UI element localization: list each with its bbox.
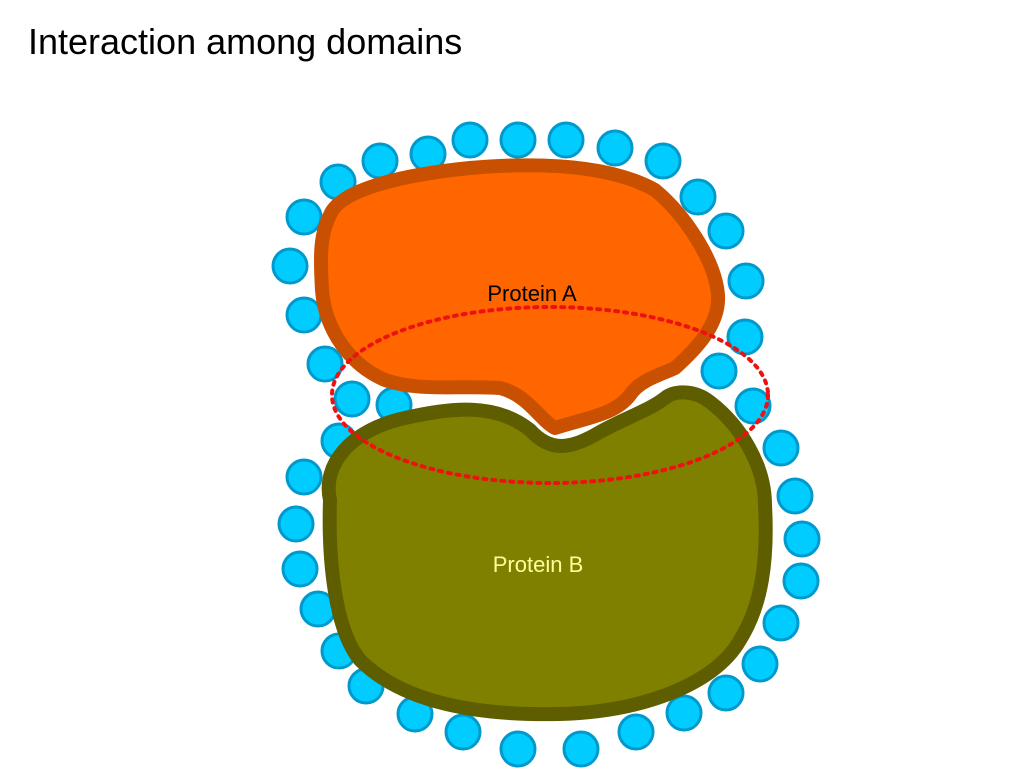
solvent-molecule xyxy=(499,730,537,768)
solvent-molecule xyxy=(617,713,655,751)
solvent-molecule xyxy=(271,247,309,285)
solvent-molecule xyxy=(665,694,703,732)
solvent-molecule xyxy=(727,262,765,300)
protein-a-shape xyxy=(313,158,726,435)
solvent-molecule xyxy=(285,198,323,236)
solvent-molecule xyxy=(562,730,600,768)
solvent-molecule xyxy=(499,121,537,159)
solvent-molecule xyxy=(700,352,738,390)
slide-title: Interaction among domains xyxy=(28,21,463,62)
solvent-molecule xyxy=(762,429,800,467)
solvent-molecule xyxy=(285,458,323,496)
solvent-molecule xyxy=(783,520,821,558)
solvent-molecule xyxy=(596,129,634,167)
solvent-molecule xyxy=(277,505,315,543)
protein-b-label: Protein B xyxy=(493,552,584,577)
solvent-molecule xyxy=(285,296,323,334)
solvent-molecule xyxy=(333,380,371,418)
solvent-molecule xyxy=(547,121,585,159)
solvent-molecule xyxy=(281,550,319,588)
protein-a-label: Protein A xyxy=(487,281,577,306)
solvent-molecule xyxy=(741,645,779,683)
solvent-molecule xyxy=(762,604,800,642)
solvent-molecule xyxy=(707,212,745,250)
solvent-molecule xyxy=(306,345,344,383)
solvent-molecule xyxy=(782,562,820,600)
solvent-molecule xyxy=(707,674,745,712)
solvent-molecule xyxy=(451,121,489,159)
solvent-molecule xyxy=(679,178,717,216)
solvent-molecule xyxy=(644,142,682,180)
solvent-molecule xyxy=(776,477,814,515)
solvent-molecule xyxy=(361,142,399,180)
solvent-molecule xyxy=(444,713,482,751)
interface-region-ellipse xyxy=(330,305,770,485)
